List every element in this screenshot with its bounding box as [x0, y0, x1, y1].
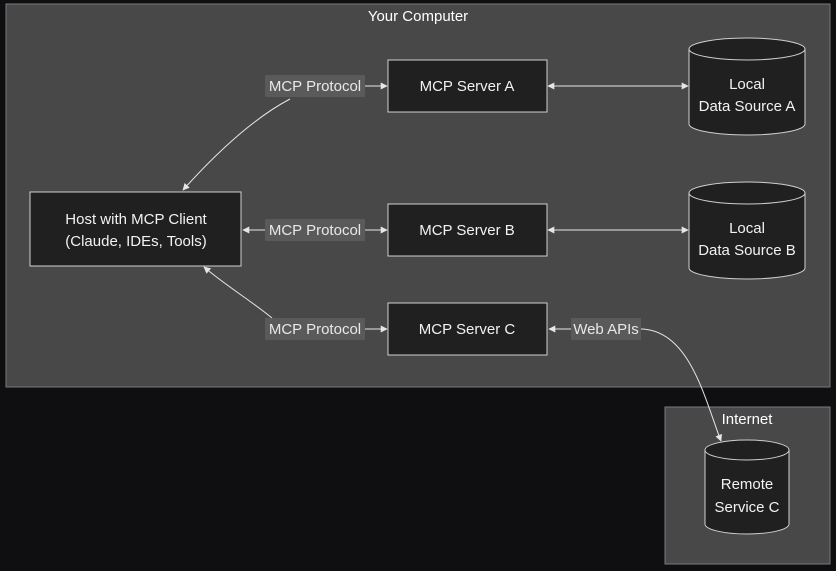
- cluster-your-computer-title: Your Computer: [368, 8, 468, 25]
- edge-host-a-curve: [182, 98, 291, 191]
- edge-host-to-server-c: MCP Protocol: [203, 266, 388, 340]
- server-b-label: MCP Server B: [419, 222, 515, 239]
- remote-c-label-line1: Remote: [721, 476, 774, 493]
- data-b-cylinder-top: [688, 181, 806, 205]
- host-box: [29, 191, 242, 267]
- node-host-with-mcp-client: Host with MCP Client (Claude, IDEs, Tool…: [29, 191, 242, 267]
- edge-host-to-server-a: MCP Protocol: [182, 75, 388, 191]
- server-c-label: MCP Server C: [419, 321, 516, 338]
- data-b-label-line1: Local: [729, 220, 765, 237]
- node-remote-service-c: Remote Service C: [704, 439, 790, 535]
- edge-host-c-label: MCP Protocol: [269, 321, 361, 338]
- host-label-line1: Host with MCP Client: [65, 211, 207, 228]
- remote-c-label-line2: Service C: [714, 499, 779, 516]
- data-a-cylinder-top: [688, 37, 806, 61]
- server-a-label: MCP Server A: [420, 78, 515, 95]
- data-b-label-line2: Data Source B: [698, 242, 796, 259]
- data-a-label-line1: Local: [729, 76, 765, 93]
- edge-server-c-to-remote: Web APIs: [548, 318, 722, 442]
- node-local-data-source-a: Local Data Source A: [688, 37, 806, 136]
- remote-c-cylinder-top: [704, 439, 790, 461]
- node-mcp-server-c: MCP Server C: [387, 302, 548, 356]
- server-c-box: [387, 302, 548, 356]
- data-a-label-line2: Data Source A: [699, 98, 796, 115]
- server-b-box: [387, 203, 548, 257]
- cluster-internet-title: Internet: [722, 411, 774, 428]
- edge-host-c-label-bg: [265, 318, 365, 340]
- host-label-line2: (Claude, IDEs, Tools): [65, 233, 206, 250]
- edge-server-c-remote-label-bg: [571, 318, 641, 340]
- cluster-internet-box: [664, 406, 831, 565]
- edge-host-to-server-b: MCP Protocol: [242, 219, 388, 241]
- edge-host-c-curve: [203, 266, 273, 319]
- remote-c-cylinder-body: [704, 450, 790, 535]
- data-a-cylinder-body: [688, 49, 806, 136]
- edge-host-a-label: MCP Protocol: [269, 78, 361, 95]
- edge-server-c-remote-curve: [640, 328, 722, 442]
- node-mcp-server-b: MCP Server B: [387, 203, 548, 257]
- edge-host-b-label: MCP Protocol: [269, 222, 361, 239]
- edge-host-b-label-bg: [265, 219, 365, 241]
- edge-server-c-remote-label: Web APIs: [573, 321, 639, 338]
- node-local-data-source-b: Local Data Source B: [688, 181, 806, 280]
- data-b-cylinder-body: [688, 193, 806, 280]
- server-a-box: [387, 59, 548, 113]
- cluster-internet: Internet: [664, 406, 831, 565]
- node-mcp-server-a: MCP Server A: [387, 59, 548, 113]
- edge-host-a-label-bg: [265, 75, 365, 97]
